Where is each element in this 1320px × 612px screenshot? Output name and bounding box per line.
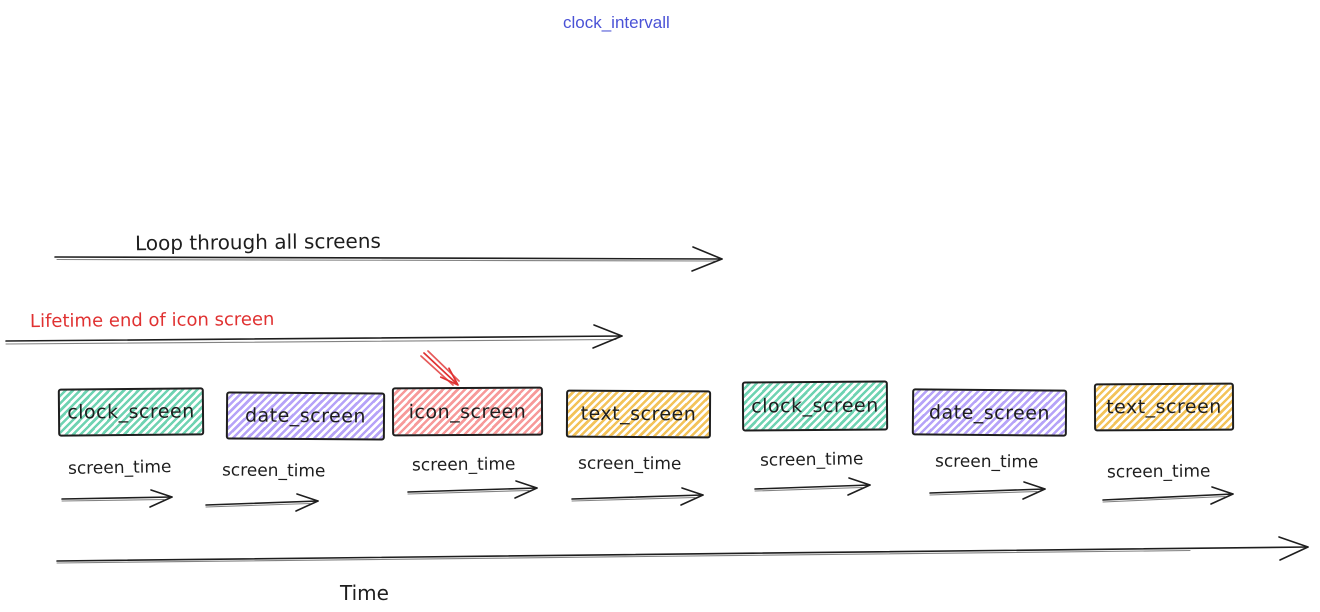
- screen-box-label: clock_screen: [751, 394, 879, 418]
- screen-box-label: text_screen: [580, 402, 697, 426]
- screen-box-date-2: date_screen: [911, 388, 1068, 437]
- screen-box-label: clock_screen: [67, 400, 195, 424]
- screen-time-arrow-2: [205, 493, 319, 512]
- screen-box-date-1: date_screen: [225, 391, 386, 441]
- time-label: Time: [340, 581, 389, 605]
- screen-box-label: date_screen: [928, 400, 1051, 425]
- diagram-title: clock_intervall: [563, 13, 670, 32]
- screen-time-label-2: screen_time: [221, 460, 326, 482]
- time-axis-arrow: [56, 536, 1309, 564]
- screen-time-arrow-3: [407, 480, 538, 499]
- screen-time-label-6: screen_time: [934, 451, 1039, 473]
- screen-time-arrow-5: [754, 477, 871, 496]
- screen-time-label-7: screen_time: [1106, 461, 1211, 483]
- screen-time-arrow-4: [571, 487, 704, 506]
- screen-time-label-3: screen_time: [411, 454, 516, 476]
- screen-time-label-5: screen_time: [759, 449, 864, 471]
- screen-box-clock-2: clock_screen: [741, 380, 889, 432]
- lifetime-label: Lifetime end of icon screen: [29, 308, 275, 333]
- loop-label: Loop through all screens: [134, 228, 382, 256]
- screen-time-label-1: screen_time: [67, 457, 172, 479]
- screen-box-label: icon_screen: [408, 400, 527, 423]
- screen-box-clock-1: clock_screen: [57, 387, 205, 437]
- screen-time-arrow-1: [61, 489, 173, 508]
- icon-screen-pointer-arrow: [420, 350, 460, 386]
- screen-time-arrow-6: [929, 481, 1046, 500]
- screen-box-label: date_screen: [244, 404, 367, 428]
- screen-box-text-2: text_screen: [1093, 382, 1235, 432]
- screen-box-text-1: text_screen: [565, 389, 712, 439]
- screen-time-label-4: screen_time: [577, 453, 682, 475]
- screen-time-arrow-7: [1102, 486, 1234, 505]
- screen-box-icon: icon_screen: [391, 386, 544, 437]
- screen-box-label: text_screen: [1106, 395, 1222, 419]
